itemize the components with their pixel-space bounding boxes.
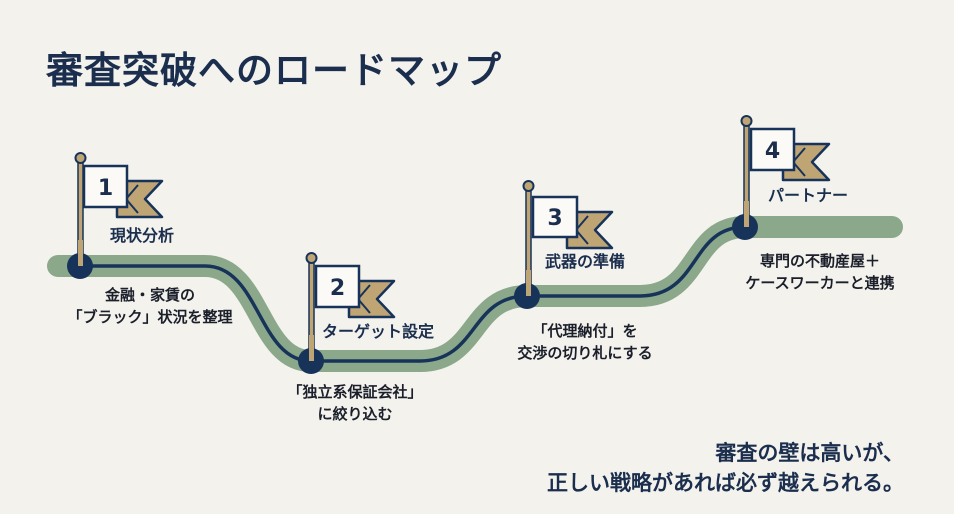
step-2-description-line-1: 「独立系保証会社」 xyxy=(287,383,423,401)
page-title: 審査突破へのロードマップ xyxy=(46,49,502,92)
step-3-number: 3 xyxy=(547,206,562,231)
step-3-description-line-1: 「代理納付」を xyxy=(532,322,638,340)
tagline-line-2: 正しい戦略があれば必ず越えられる。 xyxy=(547,471,904,495)
step-3-description-line-2: 交渉の切り札にする xyxy=(517,344,653,362)
tagline: 審査の壁は高いが、 正しい戦略があれば必ず越えられる。 xyxy=(547,438,904,498)
step-4-number: 4 xyxy=(765,139,780,164)
step-1-title: 現状分析 xyxy=(110,226,175,245)
road-line xyxy=(78,225,747,363)
step-2-number: 2 xyxy=(330,276,345,301)
step-4-description-line-1: 専門の不動産屋＋ xyxy=(759,252,880,270)
tagline-line-1: 審査の壁は高いが、 xyxy=(715,441,904,465)
flag-icon-1: 1 xyxy=(74,152,164,267)
step-4-description: 専門の不動産屋＋ ケースワーカーと連携 xyxy=(725,250,915,294)
step-2-title: ターゲット設定 xyxy=(322,322,435,341)
flag-icon-2: 2 xyxy=(305,252,396,362)
step-1-description: 金融・家賃の 「ブラック」状況を整理 xyxy=(50,284,250,328)
step-1-description-line-2: 「ブラック」状況を整理 xyxy=(67,308,233,326)
step-1-description-line-1: 金融・家賃の xyxy=(104,286,195,304)
flag-icon-3: 3 xyxy=(522,180,614,297)
flag-icon-4: 4 xyxy=(740,115,831,228)
step-3-title: 武器の準備 xyxy=(545,252,626,271)
step-1-number: 1 xyxy=(98,176,113,201)
step-4-title: パートナー xyxy=(768,186,849,205)
step-2-description-line-2: に絞り込む xyxy=(317,405,393,423)
step-4-description-line-2: ケースワーカーと連携 xyxy=(745,274,895,292)
step-2-description: 「独立系保証会社」 に絞り込む xyxy=(280,381,430,425)
step-3-description: 「代理納付」を 交渉の切り札にする xyxy=(500,320,670,364)
